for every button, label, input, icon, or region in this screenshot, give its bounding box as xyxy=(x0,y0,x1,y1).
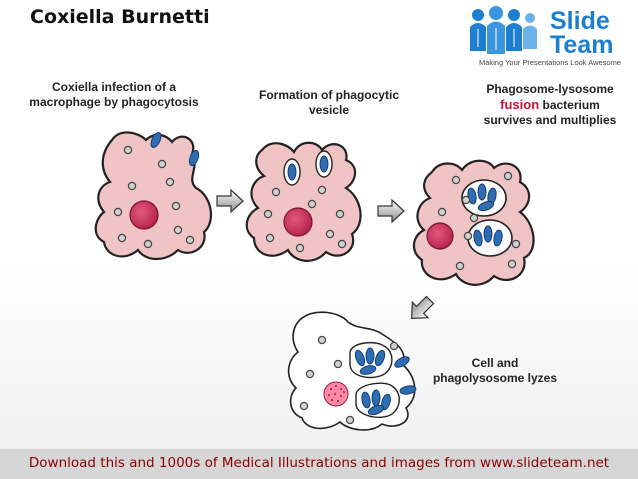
step1-label-line2: macrophage by phagocytosis xyxy=(29,95,199,109)
step2-label: Formation of phagocytic vesicle xyxy=(236,88,422,118)
step4-label: Cell and phagolysosome lyzes xyxy=(420,356,570,386)
fusion-highlight: fusion xyxy=(500,97,540,112)
arrow-right-icon xyxy=(216,188,244,214)
macrophage-cell-1 xyxy=(94,130,213,261)
arrow-down-left-icon xyxy=(410,295,435,320)
step4-label-line2: phagolysosome lyzes xyxy=(432,371,558,385)
step1-label-line1: Coxiella infection of a xyxy=(51,80,177,94)
logo-word-slide: Slide xyxy=(550,7,610,35)
macrophage-cell-2 xyxy=(245,141,362,262)
step2-label-line2: vesicle xyxy=(308,103,350,117)
step3-label-line1: Phagosome-lysosome xyxy=(486,82,614,96)
step3-label: Phagosome-lysosome fusion bacterium surv… xyxy=(462,82,638,128)
step3-label-line3: survives and multiplies xyxy=(483,113,617,127)
step3-label-line2-rest: bacterium xyxy=(539,98,600,112)
slideteam-logo: Slide Team Making Your Presentations Loo… xyxy=(466,3,634,69)
nucleus xyxy=(129,200,159,230)
step3-label-line2: fusion bacterium xyxy=(462,97,638,113)
macrophage-cell-3 xyxy=(412,159,535,286)
nucleus xyxy=(426,222,454,250)
footer-bar: Download this and 1000s of Medical Illus… xyxy=(0,449,638,479)
arrow-right-icon xyxy=(377,198,405,224)
step2-label-line1: Formation of phagocytic xyxy=(258,88,399,102)
logo-word-team: Team xyxy=(550,31,614,59)
step1-label: Coxiella infection of a macrophage by ph… xyxy=(14,80,214,110)
step4-label-line1: Cell and xyxy=(471,356,519,370)
logo-tagline: Making Your Presentations Look Awesome xyxy=(478,58,622,67)
footer-download-link[interactable]: Download this and 1000s of Medical Illus… xyxy=(28,455,610,471)
nucleus xyxy=(283,207,313,237)
people-logo-icon xyxy=(470,6,537,54)
lysed-cell xyxy=(287,311,418,431)
slide-title: Coxiella Burnetti xyxy=(30,6,210,28)
